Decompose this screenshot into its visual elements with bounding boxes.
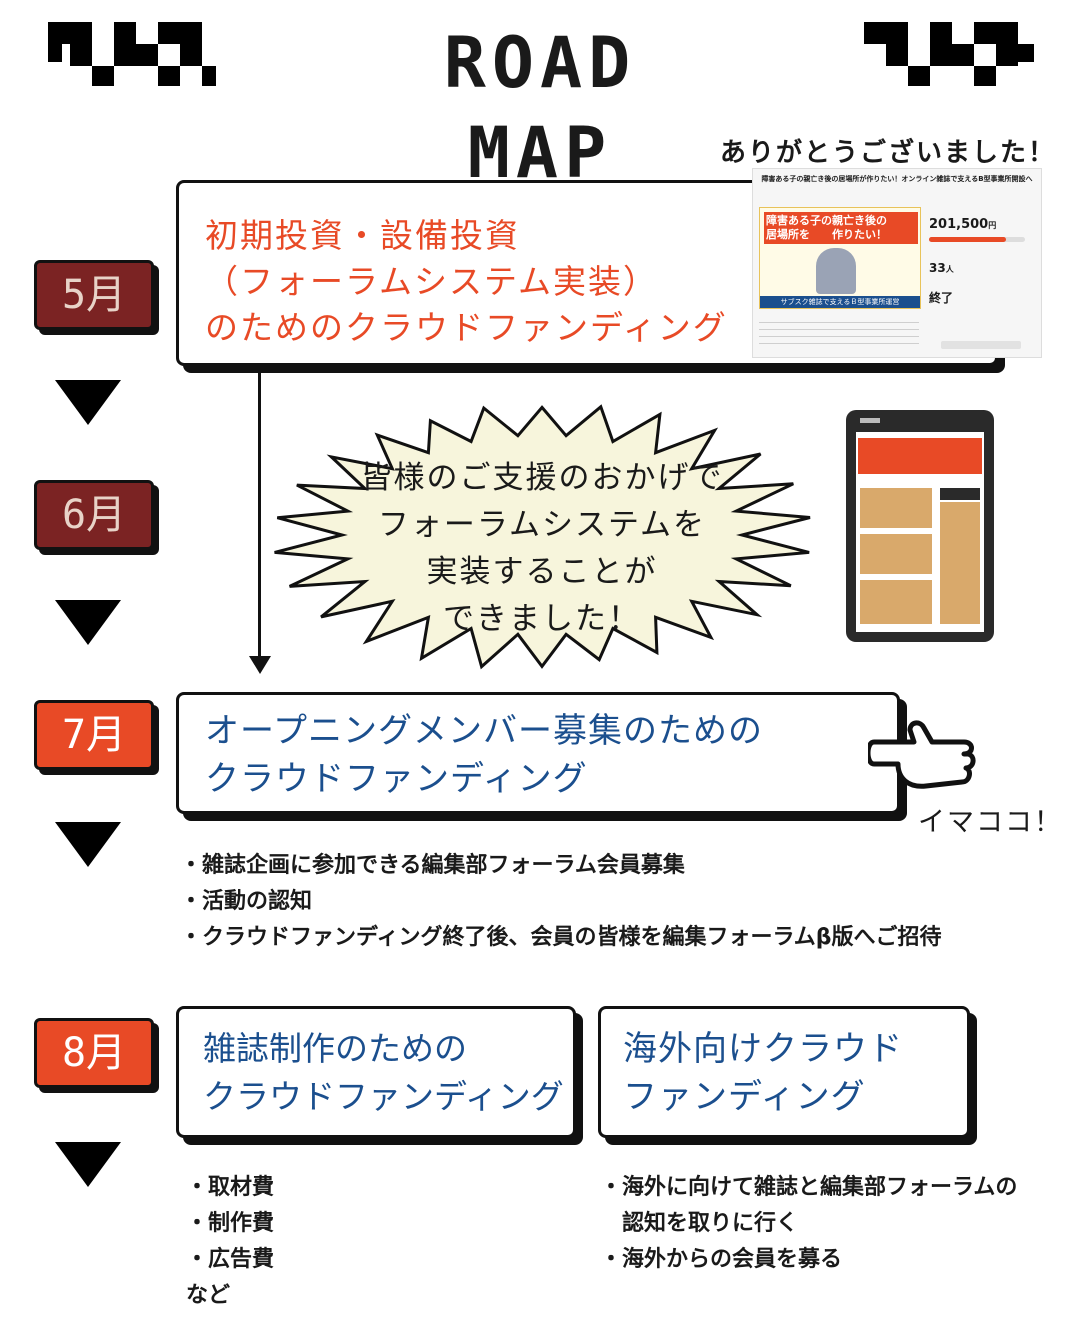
supporters-unit: 人 [945, 265, 954, 274]
campaign-progress-bar [929, 237, 1025, 242]
month-label-august: 8月 [34, 1018, 154, 1088]
amount-value: 201,500 [929, 217, 989, 232]
tablet-icon [846, 410, 994, 642]
campaign-status: 終了 [929, 291, 954, 305]
campaign-banner-text: 障害ある子の親亡き後の 居場所を 作りたい！ [764, 212, 918, 244]
imacoco-label: イマココ！ [918, 807, 1063, 838]
tablet-sidebar-block [940, 502, 980, 624]
august-step-text-2: 海外向けクラウド ファンディング [623, 1029, 903, 1117]
connector-arrowhead-icon [249, 656, 271, 674]
month-label-may: 5月 [34, 260, 154, 330]
connector-line [258, 368, 261, 658]
burst-text: 皆様のご支援のおかげで フォーラムシステムを 実装することが できました！ [360, 460, 724, 637]
list-item: ・取材費 [186, 1175, 275, 1200]
campaign-description [759, 319, 919, 345]
supporters-value: 33 [929, 261, 946, 275]
august-step-box-2: 海外向けクラウド ファンディング [598, 1006, 970, 1138]
page-title: ROAD MAP [443, 22, 637, 194]
checker-pattern-left [48, 22, 216, 86]
campaign-title: 障害ある子の親亡き後の居場所が作りたい！オンライン雑誌で支えるB型事業所開設へ [761, 175, 1033, 183]
campaign-screenshot: 障害ある子の親亡き後の居場所が作りたい！オンライン雑誌で支えるB型事業所開設へ … [752, 168, 1042, 358]
august-bullets-1: ・取材費 ・制作費 ・広告費 など [186, 1170, 274, 1314]
tablet-screen [856, 432, 984, 632]
campaign-supporters: 33人 [929, 261, 954, 275]
campaign-strip: サブスク雑誌で支えるＢ型事業所運営 [760, 296, 920, 308]
tablet-block [860, 534, 932, 574]
campaign-progress-fill [929, 237, 1006, 242]
may-step-text: 初期投資・設備投資 （フォーラムシステム実装） のためのクラウドファンディング [205, 216, 728, 347]
july-step-text: オープニングメンバー募集のための クラウドファンディング [205, 711, 763, 799]
august-bullets-2: ・海外に向けて雑誌と編集部フォーラムの 認知を取りに行く ・海外からの会員を募る [600, 1170, 1017, 1278]
list-item: ・制作費 [186, 1211, 275, 1236]
pointing-hand-icon [868, 720, 976, 789]
tablet-header-block [858, 438, 982, 474]
august-step-text-1: 雑誌制作のための クラウドファンディング [203, 1029, 564, 1116]
list-item: ・広告費 [186, 1247, 275, 1272]
tablet-camera [860, 418, 880, 423]
tablet-block [860, 488, 932, 528]
starburst-shape [274, 404, 811, 670]
amount-unit: 円 [988, 221, 997, 230]
campaign-amount: 201,500円 [929, 217, 996, 232]
thanks-text: ありがとうございました！ [720, 138, 1057, 168]
july-bullets: ・雑誌企画に参加できる編集部フォーラム会員募集 ・活動の認知 ・クラウドファンデ… [180, 848, 942, 956]
month-label-june: 6月 [34, 480, 154, 550]
month-label-july: 7月 [34, 700, 154, 770]
list-item: ・雑誌企画に参加できる編集部フォーラム会員募集 [180, 853, 685, 878]
tablet-sidebar-bar [940, 488, 980, 500]
down-arrow-icon [55, 380, 121, 425]
list-item: ・海外に向けて雑誌と編集部フォーラムの [600, 1175, 1018, 1200]
down-arrow-icon [55, 822, 121, 867]
character-illustration [816, 248, 856, 294]
list-item: など [186, 1283, 231, 1308]
campaign-banner-image: 障害ある子の親亡き後の 居場所を 作りたい！ サブスク雑誌で支えるＢ型事業所運営 [759, 207, 921, 309]
july-step-box: オープニングメンバー募集のための クラウドファンディング [176, 692, 900, 814]
list-item: ・海外からの会員を募る [600, 1247, 843, 1272]
campaign-button [941, 341, 1021, 349]
list-item: 認知を取りに行く [600, 1211, 799, 1236]
checker-pattern-right [864, 22, 1034, 86]
list-item: ・クラウドファンディング終了後、会員の皆様を編集フォーラムβ版へご招待 [180, 925, 942, 950]
down-arrow-icon [55, 1142, 121, 1187]
list-item: ・活動の認知 [180, 889, 313, 914]
down-arrow-icon [55, 600, 121, 645]
august-step-box-1: 雑誌制作のための クラウドファンディング [176, 1006, 576, 1138]
tablet-block [860, 580, 932, 624]
